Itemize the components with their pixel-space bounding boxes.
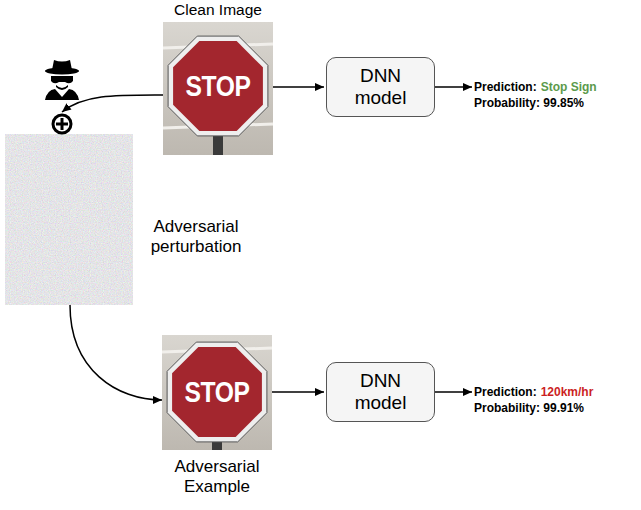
- box-label: DNN model: [345, 370, 417, 414]
- prediction-value: 120km/hr: [541, 385, 594, 401]
- arrow-connector: [70, 305, 162, 400]
- arrow-connector: [435, 391, 472, 393]
- arrow-connector: [62, 95, 163, 112]
- arrow-connector: [435, 86, 472, 88]
- perturbation-node: Adversarial perturbation: [5, 112, 255, 305]
- process-box: DNN model: [326, 362, 435, 422]
- image-caption: Adversarial Example: [157, 457, 277, 498]
- image-node: STOPAdversarial Example: [162, 335, 272, 505]
- clean-photo: [163, 22, 273, 155]
- sign-face: [173, 41, 263, 131]
- prediction-text: Prediction:120km/hrProbability: 99.91%: [474, 385, 593, 416]
- prediction-key: Prediction:: [474, 385, 537, 401]
- photo-ground: [163, 22, 273, 155]
- plus-bar: [61, 118, 64, 130]
- sign-face: [172, 347, 262, 437]
- prediction-value: Stop Sign: [541, 80, 597, 96]
- sign-rim: [168, 36, 268, 136]
- prediction-key: Prediction:: [474, 80, 537, 96]
- noise-pattern: [5, 134, 133, 305]
- sign-text: STOP: [186, 70, 251, 103]
- mouth-shade: [56, 85, 68, 90]
- hacker-icon: [45, 60, 79, 100]
- stop-sign: [168, 36, 268, 136]
- prediction-text: Prediction:Stop SignProbability: 99.85%: [474, 80, 597, 111]
- plus-ring: [53, 115, 71, 133]
- body: [45, 89, 79, 100]
- sign-pole: [213, 134, 223, 155]
- plus-symbol: [53, 115, 71, 133]
- sign-text: STOP: [185, 376, 250, 409]
- probability-line: Probability: 99.85%: [474, 96, 597, 112]
- image-caption: Clean Image: [174, 1, 262, 19]
- prediction-line: Prediction:Stop Sign: [474, 80, 597, 96]
- box-label: DNN model: [345, 65, 417, 109]
- sign-rim: [167, 342, 267, 442]
- hat-crown: [52, 60, 72, 70]
- probability-text: Probability: 99.85%: [474, 96, 584, 112]
- photo-ground: [162, 335, 272, 450]
- prediction-line: Prediction:120km/hr: [474, 385, 593, 401]
- perturbation-label: Adversarial perturbation: [137, 217, 255, 258]
- arrow-connector: [272, 391, 324, 393]
- probability-line: Probability: 99.91%: [474, 401, 593, 417]
- image-node: Clean ImageSTOP: [163, 0, 273, 155]
- adversarial-photo: [162, 335, 272, 450]
- glasses: [51, 76, 73, 83]
- arrow-connector: [273, 86, 324, 88]
- probability-text: Probability: 99.91%: [474, 401, 584, 417]
- process-box: DNN model: [326, 57, 435, 117]
- stop-sign: [167, 342, 267, 442]
